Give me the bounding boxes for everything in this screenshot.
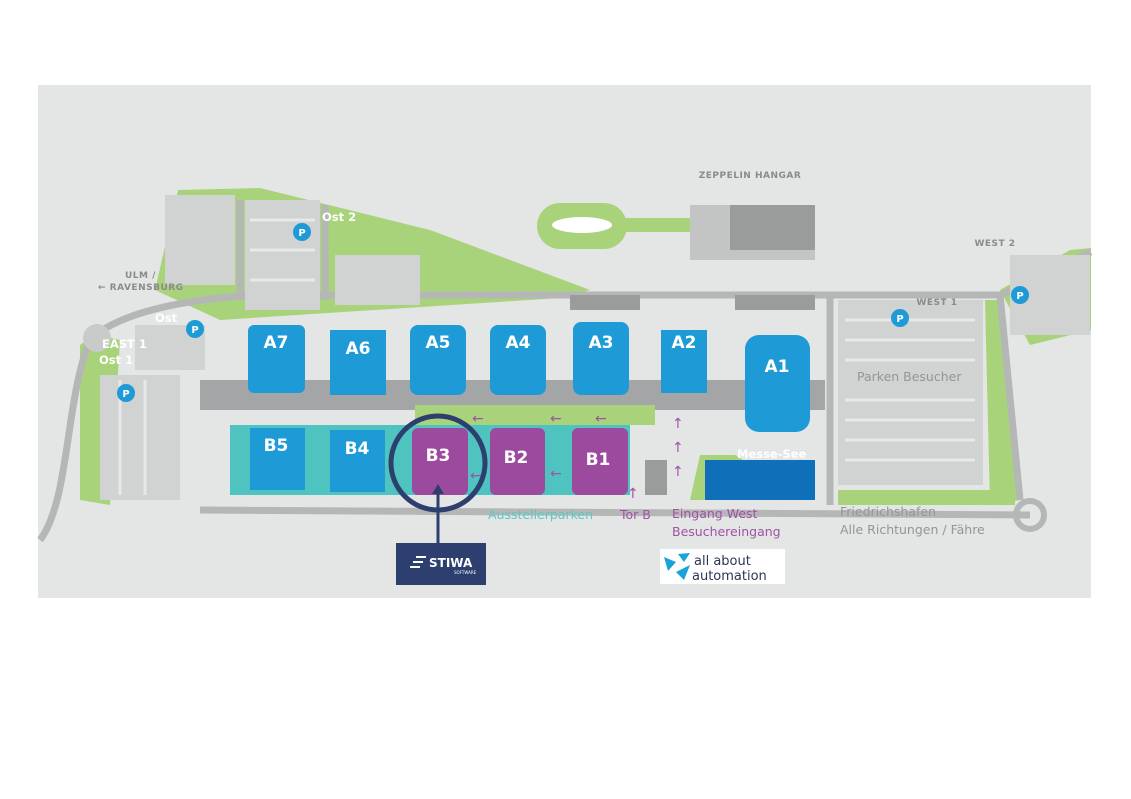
label-alle-richtungen: Alle Richtungen / Fähre [840,522,985,537]
hall-a7[interactable]: A7 [248,325,305,393]
label-ulm: ULM / [125,271,156,281]
parking-icon: P [891,309,909,327]
svg-text:P: P [1016,291,1023,302]
arrow-up-icon: ↑ [672,440,684,456]
svg-text:A2: A2 [672,333,697,353]
label-ausstellerparken: Ausstellerparken [488,507,593,522]
svg-text:all about: all about [694,554,751,569]
label-ost2: Ost 2 [322,210,356,224]
label-west2: WEST 2 [974,239,1015,249]
svg-text:A4: A4 [506,333,531,353]
arrow-up-icon: ↑ [672,416,684,432]
green-courtyard [415,405,655,425]
svg-text:P: P [191,325,198,336]
parking-markers: P P P P P [117,223,1029,402]
parking-icon: P [186,320,204,338]
hall-b3[interactable]: B3 [412,428,468,495]
label-besuchereingang: Besuchereingang [672,524,781,539]
arrow-up-icon: ↑ [627,486,639,502]
svg-text:B4: B4 [345,439,370,459]
hall-b5[interactable]: B5 [250,428,305,490]
svg-text:A6: A6 [346,339,371,359]
arrow-left-icon: ← [550,411,562,427]
halls-b: B5 B4 B3 B2 B1 [250,428,628,495]
hall-a6[interactable]: A6 [330,330,386,395]
svg-text:P: P [896,314,903,325]
label-ravensburg: ← RAVENSBURG [98,283,184,293]
arrow-left-icon: ← [550,466,562,482]
zeppelin-icon [552,217,612,233]
hall-b4[interactable]: B4 [330,430,385,492]
parking-icon: P [1011,286,1029,304]
all-about-automation-logo: all about automation [660,549,785,584]
hall-a1[interactable]: A1 [745,335,810,432]
svg-text:automation: automation [692,569,767,584]
svg-text:B5: B5 [264,436,289,456]
svg-text:B1: B1 [586,450,611,470]
label-eingang-west: Eingang West [672,506,758,521]
label-tor-b: Tor B [619,507,651,522]
svg-text:STIWA: STIWA [429,556,473,570]
parking-lines [118,218,975,495]
stiwa-logo: STIWA SOFTWARE [396,543,486,585]
parking-icon: P [293,223,311,241]
svg-text:A5: A5 [426,333,451,353]
label-ost: Ost [155,311,178,325]
arrow-left-icon: ← [470,468,482,484]
svg-text:A1: A1 [765,357,790,377]
svg-text:P: P [298,228,305,239]
label-ost1: Ost 1 [99,353,133,367]
halls-a: A7 A6 A5 A4 A3 A2 A1 [248,322,810,432]
lake [705,460,815,500]
parking-icon: P [117,384,135,402]
arrow-left-icon: ← [595,411,607,427]
svg-text:B3: B3 [426,446,451,466]
svg-text:A3: A3 [589,333,614,353]
hall-a4[interactable]: A4 [490,325,546,395]
svg-text:A7: A7 [264,333,289,353]
hall-a3[interactable]: A3 [573,322,629,395]
svg-text:SOFTWARE: SOFTWARE [454,570,477,575]
arrow-up-icon: ↑ [672,464,684,480]
label-friedrichshafen: Friedrichshafen [840,504,936,519]
hall-b2[interactable]: B2 [490,428,545,495]
svg-text:B2: B2 [504,448,529,468]
hall-b1[interactable]: B1 [572,428,628,495]
arrow-left-icon: ← [472,411,484,427]
hall-a5[interactable]: A5 [410,325,466,395]
direction-arrows: ← ← ← ← ← ↑ ↑ ↑ ↑ [470,411,684,502]
label-parken-besucher: Parken Besucher [857,369,962,384]
label-messe-see: Messe-See [737,447,807,461]
parking-lots [100,195,1090,500]
label-zeppelin-hangar: ZEPPELIN HANGAR [699,171,802,181]
hall-a2[interactable]: A2 [661,330,707,393]
label-west1: WEST 1 [916,298,957,308]
svg-text:P: P [122,389,129,400]
label-east1: EAST 1 [102,337,147,351]
